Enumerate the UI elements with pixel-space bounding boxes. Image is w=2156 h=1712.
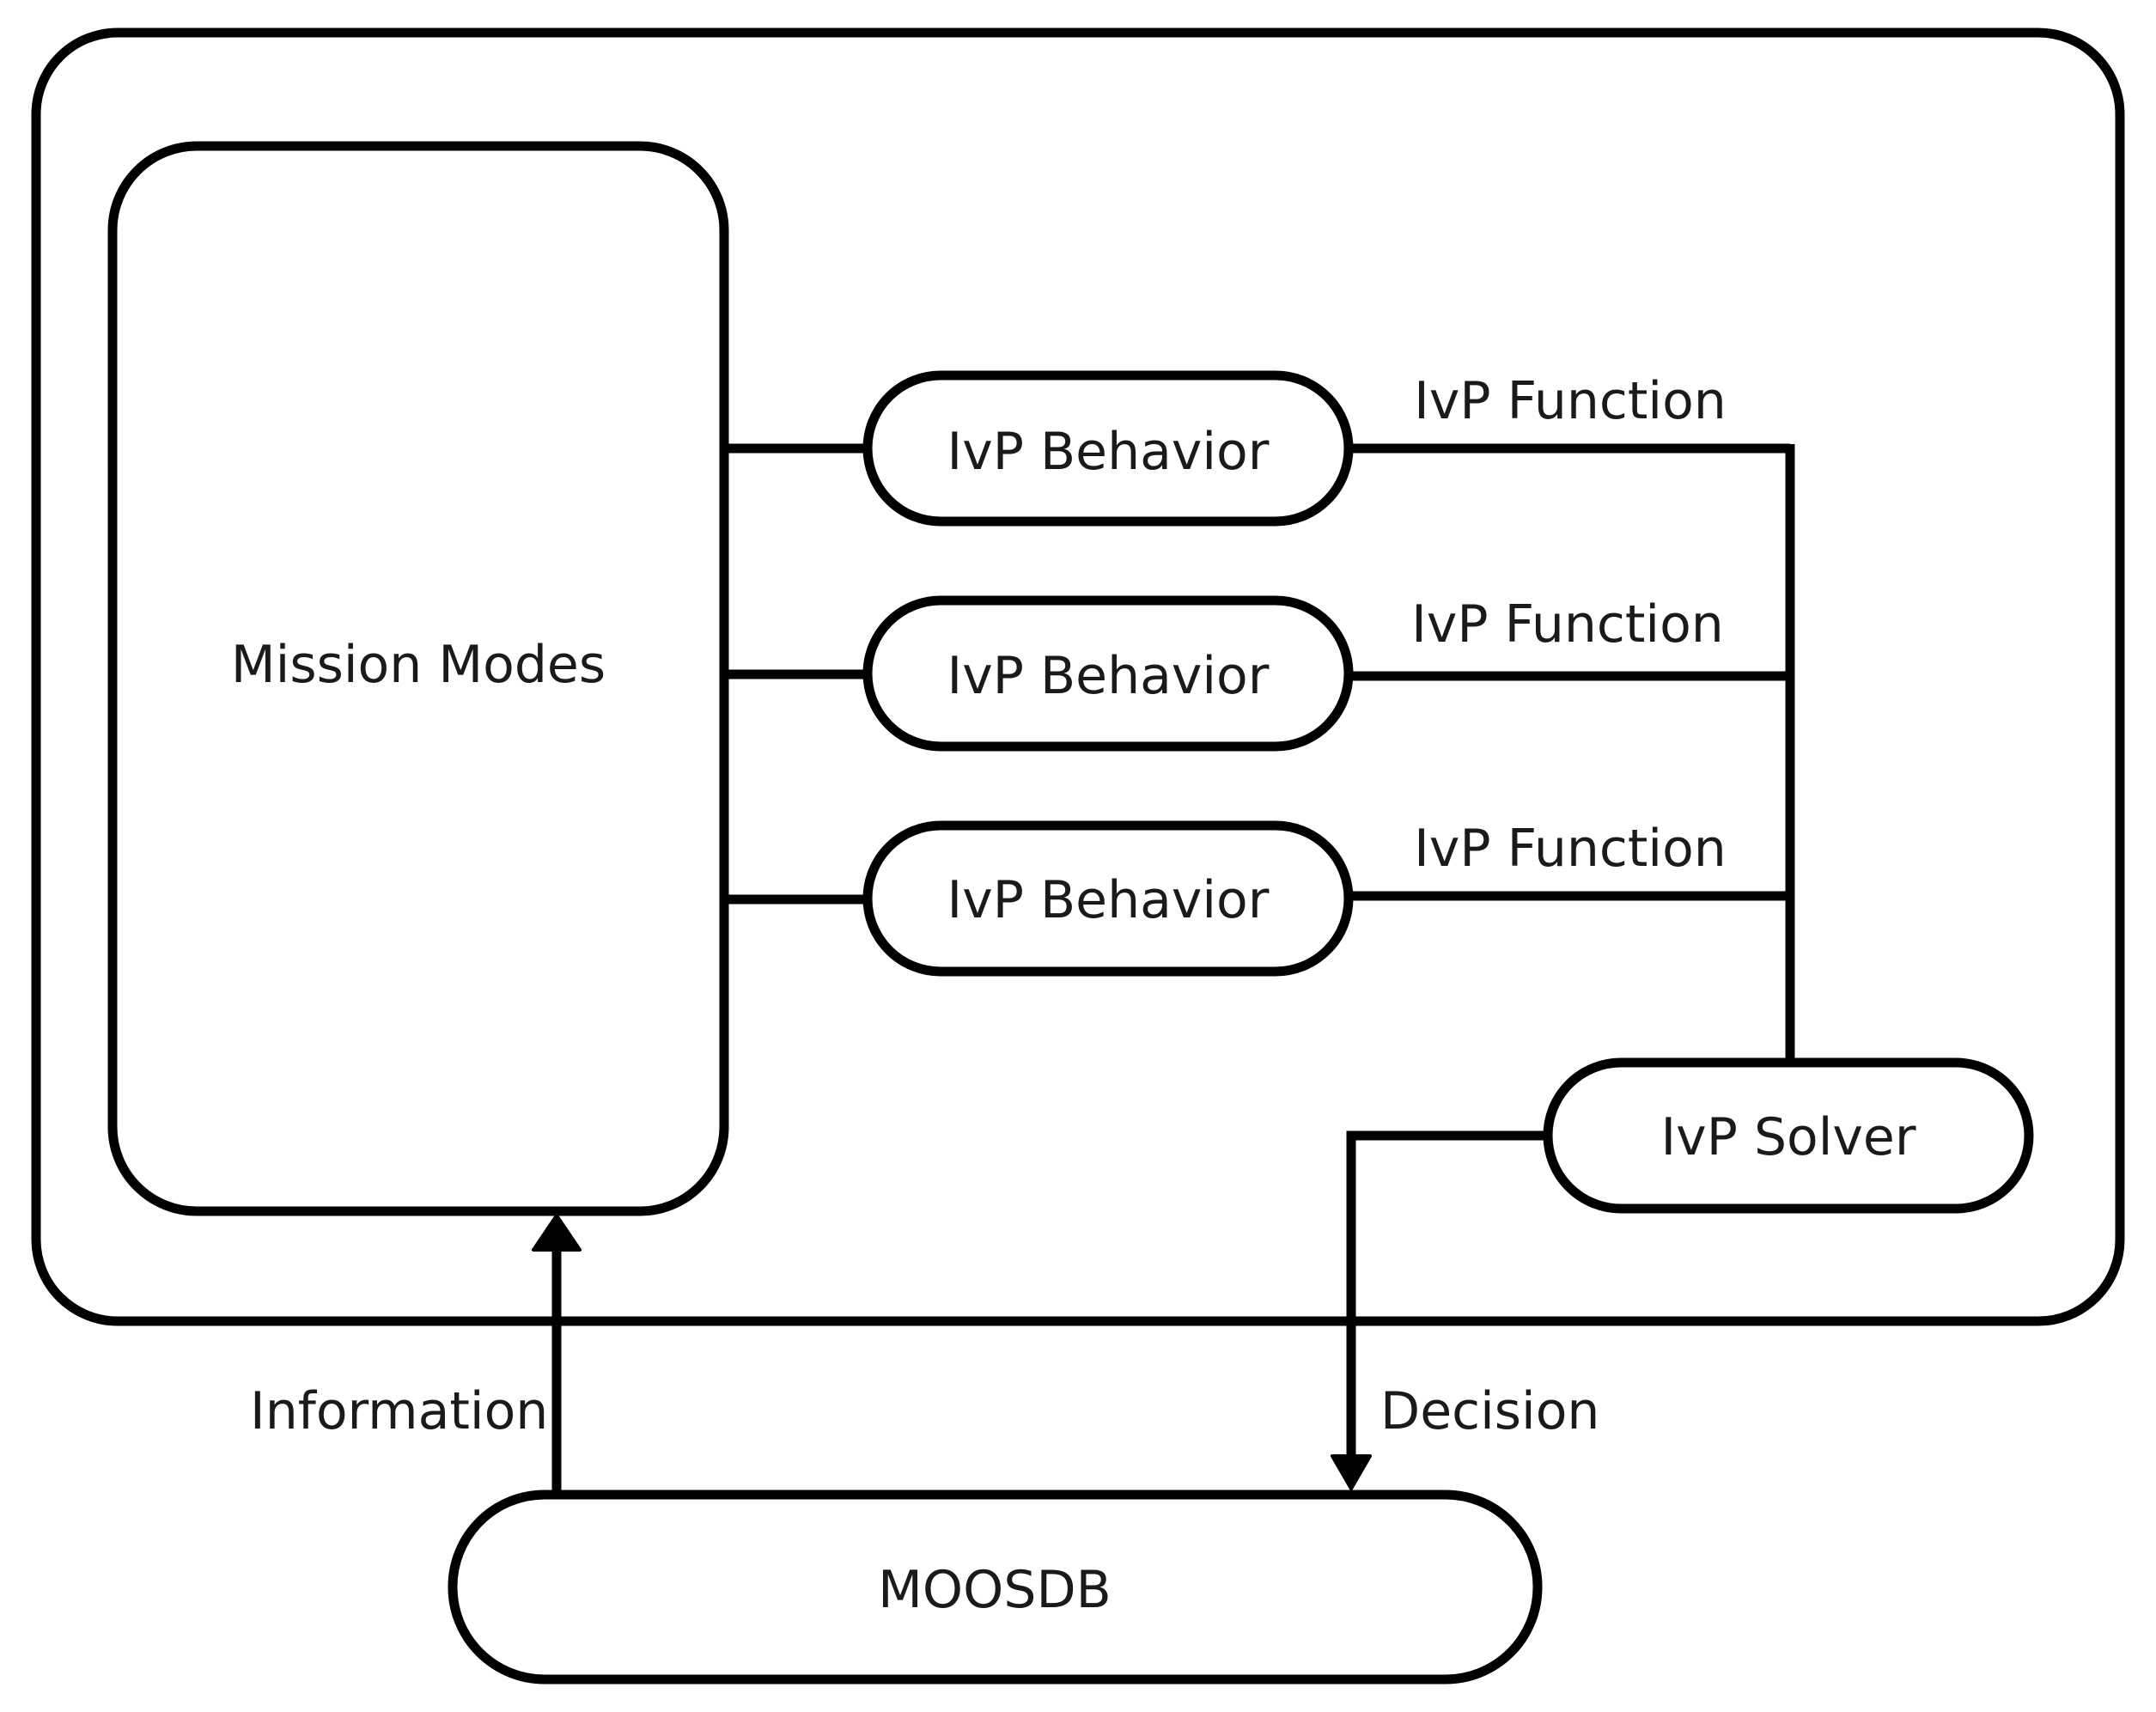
mission-modes-label: Mission Modes (231, 635, 606, 695)
moosdb-box (448, 1490, 1543, 1685)
ivp-function-label-1: IvP Function (1414, 371, 1727, 431)
information-label: Information (250, 1381, 548, 1441)
decision-label: Decision (1380, 1381, 1599, 1441)
ivp-behavior-label-3: IvP Behavior (947, 870, 1270, 930)
ivp-solver-label: IvP Solver (1660, 1107, 1915, 1167)
ivp-function-label-3: IvP Function (1414, 819, 1727, 879)
ivp-behavior-label-1: IvP Behavior (947, 422, 1270, 482)
ivp-function-label-2: IvP Function (1411, 594, 1724, 655)
information-arrow-head (532, 1214, 582, 1252)
decision-arrow-line (1346, 1130, 1548, 1459)
ivp-behavior-label-2: IvP Behavior (947, 646, 1270, 706)
decision-arrow-head (1331, 1454, 1372, 1490)
moosdb-label: MOOSDB (878, 1560, 1111, 1620)
